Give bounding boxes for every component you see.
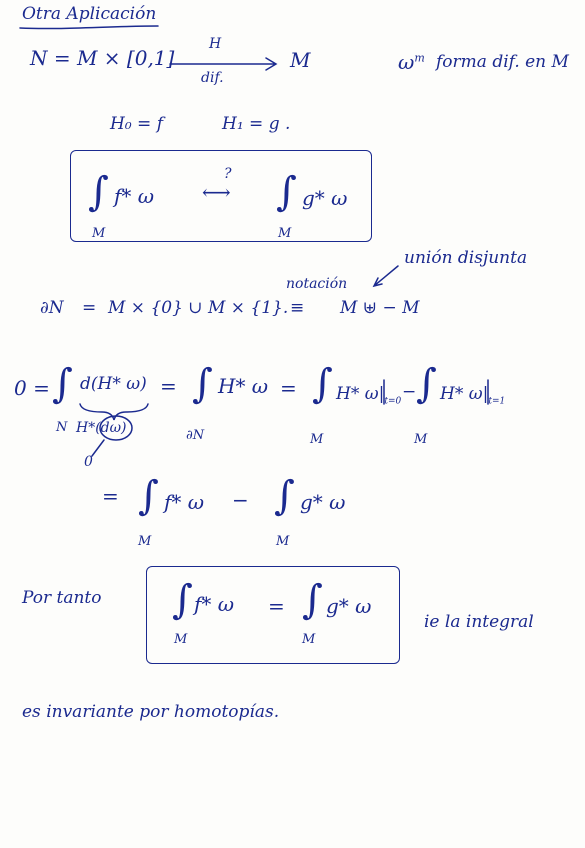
final-statement: es invariante por homotopías. [22,702,280,722]
domain-n: N [56,420,68,435]
zero-equals: 0 = [14,376,50,400]
integral-sign: ∫ [88,169,109,215]
map-property: dif. [201,70,224,86]
form-description: forma dif. en M [436,52,569,72]
pullback-g-term: g* ω [300,490,346,514]
integral-sign: ∫ [192,361,213,407]
integral-sign: ∫ [416,361,437,407]
result-box [146,566,400,664]
equals-sign: = [280,376,297,400]
integral-sign: ∫ [52,361,73,407]
notation-note: notación [286,276,348,292]
equals-sign: = [102,484,119,508]
title-underline [19,25,159,30]
restriction-t0: H* ω|t=0 [336,384,402,407]
integral-sign: ∫ [302,577,323,623]
integral-sign: ∫ [276,169,297,215]
pullback-f: f* ω [114,184,155,208]
ie-text: ie la integral [424,612,534,632]
h1-equation: H₁ = g . [222,114,291,134]
boundary-lhs: ∂N [40,298,64,318]
result-pullback-g: g* ω [326,594,372,618]
form-symbol: ωm [398,50,425,74]
product-manifold: N = M × [0,1] [30,46,175,70]
disjoint-union-note: unión disjunta [404,248,528,268]
result-pullback-f: f* ω [194,592,235,616]
pullback-f-term: f* ω [164,490,205,514]
pullback-of-d-omega: H*(dω) [76,420,127,436]
disjoint-union-expr: M ⊎ − M [340,298,420,318]
domain-m: M [310,432,324,447]
integral-domain: M [278,226,292,241]
integral-sign: ∫ [312,361,333,407]
domain-m: M [174,632,188,647]
pullback-h: H* ω [218,374,269,398]
question-box [70,150,372,242]
equals-sign: = [268,594,285,618]
annotation-arrow [372,265,399,288]
double-arrow: ⟷ [202,180,231,204]
map-arrow [169,57,278,71]
integral-sign: ∫ [172,577,193,623]
domain-m: M [414,432,428,447]
pointer-line [91,439,105,457]
restriction-t1: H* ω|t=1 [440,384,506,407]
integral-domain: M [92,226,106,241]
question-mark: ? [224,166,232,182]
integrand-d-pullback: d(H* ω) [80,374,147,394]
integral-sign: ∫ [274,473,295,519]
domain-m: M [302,632,316,647]
minus-sign: − [232,488,249,512]
zero-note: 0 [84,454,93,470]
equals-sign: = [160,374,177,398]
boundary-rhs: M × {0} ∪ M × {1}. [108,298,289,318]
map-label: H [209,36,222,52]
target-manifold: M [290,48,311,72]
minus-sign: − [402,382,417,402]
h0-equation: H₀ = f [110,114,163,134]
equals-sign: = [82,298,97,318]
domain-m: M [138,534,152,549]
page-title: Otra Aplicación [22,4,157,24]
underbrace [79,403,149,421]
equivalence-sign: ≡ [290,298,305,318]
integral-sign: ∫ [138,473,159,519]
domain-boundary: ∂N [186,428,205,443]
pullback-g: g* ω [302,186,348,210]
domain-m: M [276,534,290,549]
therefore-text: Por tanto [22,588,102,608]
